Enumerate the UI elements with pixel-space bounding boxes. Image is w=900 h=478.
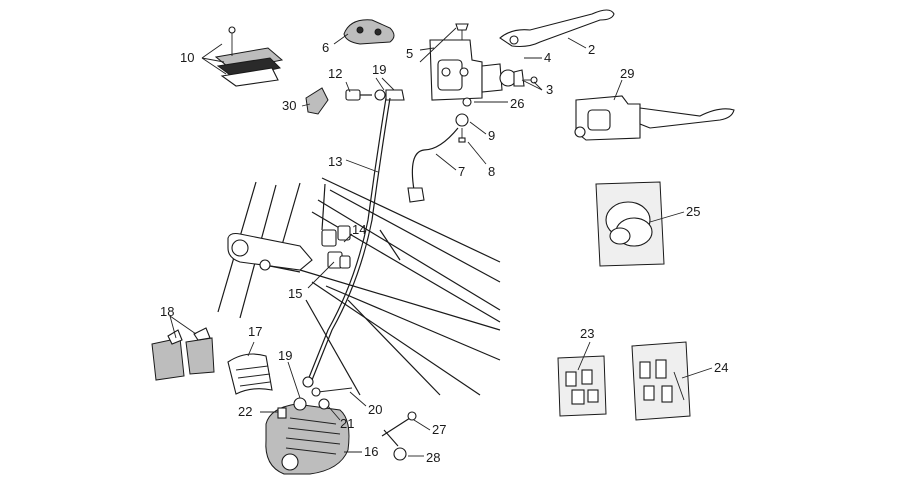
frame-tubes — [217, 177, 501, 396]
repair-kit-bag-part-25 — [595, 181, 665, 267]
banjo-bolt-part-12 — [345, 89, 405, 101]
callout-label: 21 — [340, 416, 354, 431]
brake-hose-part-13 — [307, 97, 391, 381]
callout-label: 5 — [406, 46, 413, 61]
callout-label: 4 — [544, 50, 551, 65]
brake-caliper-part-16 — [265, 376, 353, 475]
callout-label: 18 — [160, 304, 174, 319]
callout-label: 15 — [288, 286, 302, 301]
brake-lever-part-2 — [499, 9, 615, 48]
brake-pads-part-18 — [151, 327, 215, 381]
callout-label: 7 — [458, 164, 465, 179]
callout-label: 20 — [368, 402, 382, 417]
callout-label: 9 — [488, 128, 495, 143]
callout-label: 19 — [278, 348, 292, 363]
callout-label: 3 — [546, 82, 553, 97]
repair-kit-bag-part-23 — [557, 355, 607, 417]
callout-label: 2 — [588, 42, 595, 57]
callout-label: 13 — [328, 154, 342, 169]
callout-label: 30 — [282, 98, 296, 113]
bleed-cap-part-30 — [305, 87, 329, 115]
callout-label: 10 — [180, 50, 194, 65]
leader-lines — [169, 27, 713, 457]
callout-label: 28 — [426, 450, 440, 465]
callout-label: 24 — [714, 360, 728, 375]
callout-label: 23 — [580, 326, 594, 341]
callout-label: 8 — [488, 164, 495, 179]
callout-label: 29 — [620, 66, 634, 81]
bleed-screw-part-27 — [381, 411, 417, 437]
callout-label: 25 — [686, 204, 700, 219]
master-cylinder-assembly-part-29 — [574, 95, 735, 141]
bleed-cap-part-28 — [383, 429, 407, 461]
callout-label: 14 — [352, 222, 366, 237]
callout-label: 27 — [432, 422, 446, 437]
reservoir-cap-part-6 — [343, 19, 395, 45]
stoplight-switch-part-9 — [455, 113, 469, 143]
callout-label: 22 — [238, 404, 252, 419]
hose-guide-part-14 — [321, 225, 351, 269]
master-cylinder-parts-5-4-3 — [429, 23, 538, 107]
callout-label: 12 — [328, 66, 342, 81]
callout-label: 17 — [248, 324, 262, 339]
repair-kit-bag-part-24 — [631, 341, 691, 421]
callout-label: 16 — [364, 444, 378, 459]
switch-cable-part-7 — [407, 127, 459, 203]
pad-spring-part-17 — [227, 353, 273, 395]
callout-labels: 10 6 12 19 5 4 2 3 26 29 30 9 8 7 13 25 … — [160, 40, 728, 465]
callout-label: 6 — [322, 40, 329, 55]
dust-cover-part-10 — [214, 26, 284, 87]
callout-label: 19 — [372, 62, 386, 77]
callout-label: 26 — [510, 96, 524, 111]
